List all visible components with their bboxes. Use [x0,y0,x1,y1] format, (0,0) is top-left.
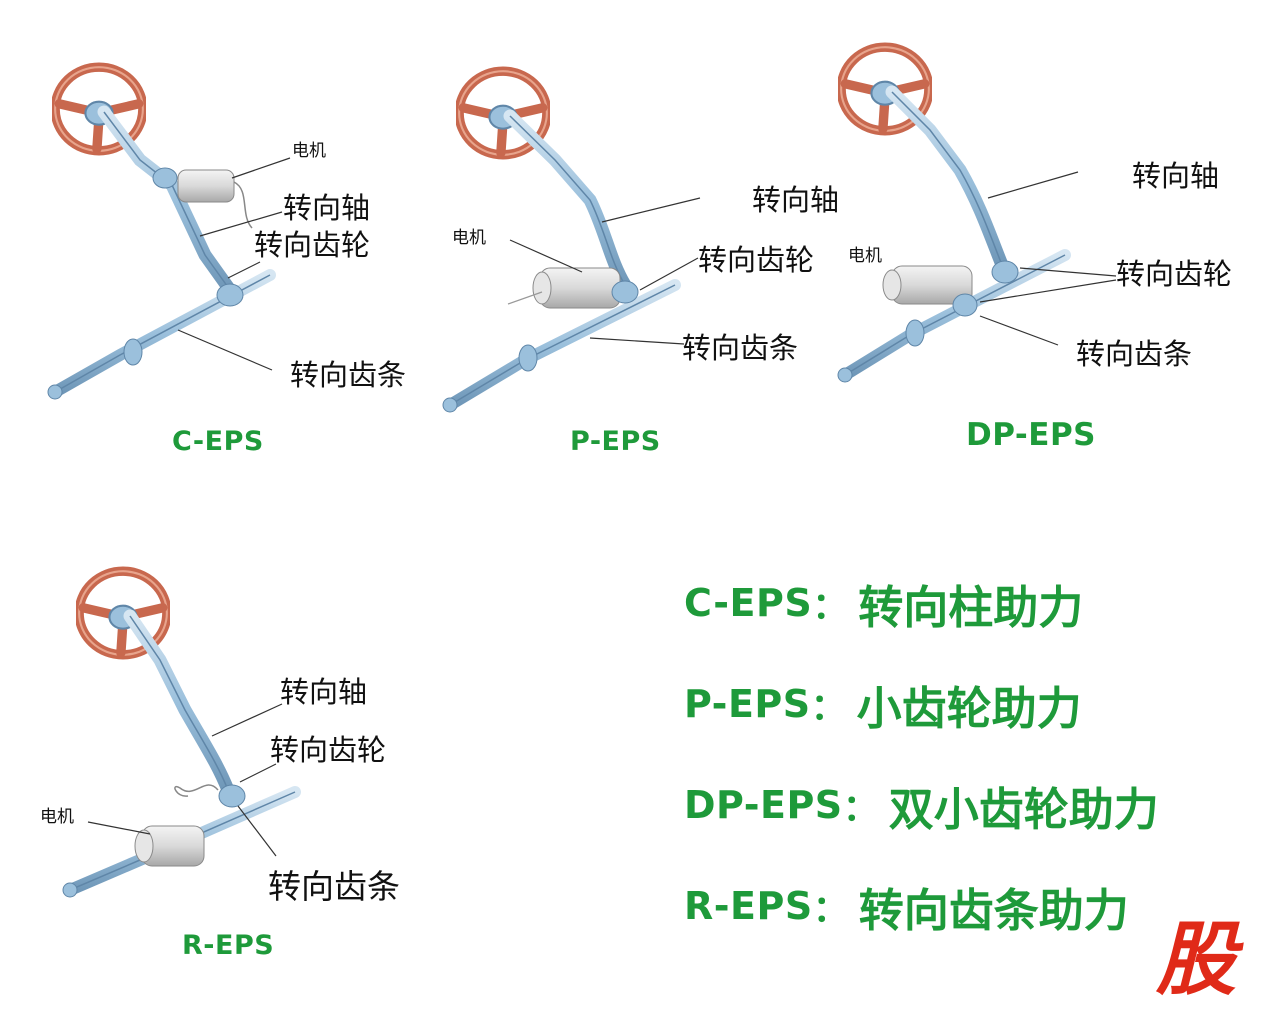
r-eps-title: R-EPS [182,930,275,961]
legend-value: 小齿轮助力 [856,681,1082,735]
legend-item-c-eps: C-EPS ： 转向柱助力 [684,573,1084,634]
c-eps-pinion-label: 转向齿轮 [254,228,371,262]
dp-eps-motor-label: 电机 [848,246,882,266]
r-eps-motor-label: 电机 [40,807,74,827]
p-eps-motor-label: 电机 [452,228,486,248]
c-eps-rack-label: 转向齿条 [290,358,407,392]
legend-key: P-EPS [684,682,811,726]
p-eps-rack-label: 转向齿条 [682,331,799,365]
r-eps-rack-label: 转向齿条 [268,867,400,906]
c-eps-illustration [47,0,291,400]
dp-eps-illustration [837,0,1117,383]
legend-value: 转向齿条助力 [858,883,1129,937]
dp-eps-panel: 电机 转向轴 转向齿轮 转向齿条 DP-EPS [830,0,1260,470]
p-eps-shaft-label: 转向轴 [752,183,840,217]
legend-separator: ： [812,889,849,930]
legend-value: 双小齿轮助力 [888,782,1159,836]
legend-item-dp-eps: DP-EPS ： 双小齿轮助力 [684,775,1159,836]
legend-key: C-EPS [684,581,813,625]
stamp-logo: 股 [1156,913,1236,1006]
dp-eps-rack-label: 转向齿条 [1076,337,1193,371]
legend-separator: ： [842,788,879,829]
dp-eps-title: DP-EPS [966,417,1096,453]
p-eps-panel: 电机 转向轴 转向齿轮 转向齿条 P-EPS [430,0,850,470]
c-eps-shaft-label: 转向轴 [283,191,371,225]
c-eps-panel: 电机 转向轴 转向齿轮 转向齿条 C-EPS [0,0,430,470]
c-eps-motor-label: 电机 [292,141,326,161]
dp-eps-pinion-label: 转向齿轮 [1116,257,1233,291]
c-eps-title: C-EPS [172,426,264,457]
legend-separator: ： [810,687,847,728]
legend-key: DP-EPS [684,783,843,827]
r-eps-illustration [62,560,301,898]
legend-key: R-EPS [684,884,813,928]
legend-item-p-eps: P-EPS ： 小齿轮助力 [684,674,1082,735]
r-eps-pinion-label: 转向齿轮 [270,733,387,767]
p-eps-pinion-label: 转向齿轮 [698,243,815,277]
legend-value: 转向柱助力 [858,580,1084,634]
p-eps-illustration [442,0,701,413]
p-eps-title: P-EPS [570,426,661,457]
legend-separator: ： [812,586,849,627]
r-eps-panel: 电机 转向轴 转向齿轮 转向齿条 R-EPS [0,560,440,980]
dp-eps-shaft-label: 转向轴 [1132,159,1220,193]
r-eps-shaft-label: 转向轴 [280,675,368,709]
legend-item-r-eps: R-EPS ： 转向齿条助力 [684,876,1129,937]
